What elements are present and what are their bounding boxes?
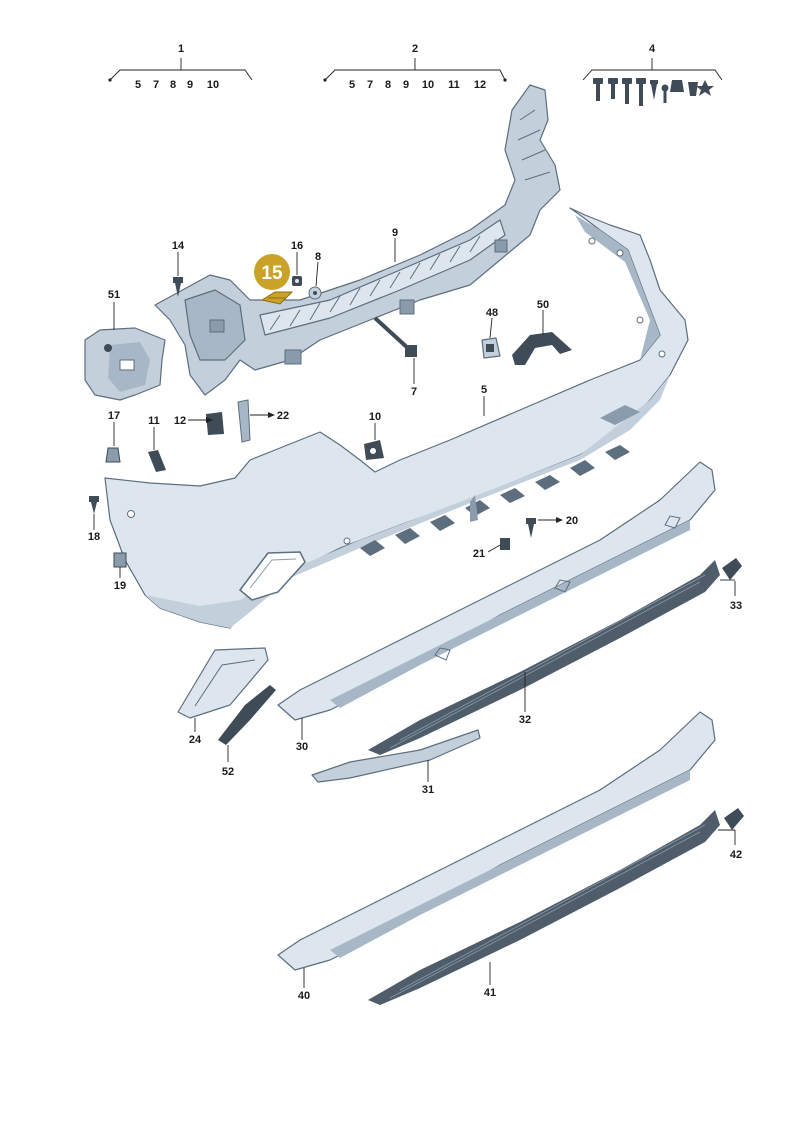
callout-16: 16 xyxy=(291,240,303,252)
group-1-label: 1 xyxy=(178,43,184,55)
clip-17 xyxy=(105,447,121,463)
group-4-label: 4 xyxy=(649,43,656,55)
group-2-sub: 5 xyxy=(349,79,355,91)
grille-41 xyxy=(368,810,720,1005)
clip-21 xyxy=(500,538,510,550)
callout-50: 50 xyxy=(537,299,549,311)
callout-12: 12 xyxy=(174,415,186,427)
trim-24 xyxy=(177,647,269,719)
callout-40: 40 xyxy=(298,990,310,1002)
callout-48: 48 xyxy=(486,307,498,319)
diffuser-30 xyxy=(277,461,716,721)
clip-icon xyxy=(670,80,684,92)
bolt-icon xyxy=(593,78,603,101)
group-2-sub: 10 xyxy=(422,79,434,91)
callout-9: 9 xyxy=(392,227,398,239)
group-2-sub: 12 xyxy=(474,79,486,91)
group-2-sub: 11 xyxy=(448,79,460,91)
callout-33: 33 xyxy=(730,600,742,612)
callout-10: 10 xyxy=(369,411,381,423)
washer-8 xyxy=(308,286,322,300)
clip-icon xyxy=(688,82,698,96)
group-1-sub: 9 xyxy=(187,79,193,91)
side-bracket-51 xyxy=(84,327,166,401)
callout-51: 51 xyxy=(108,289,120,301)
clip-11 xyxy=(148,450,166,472)
trim-52 xyxy=(218,685,276,745)
callout-22: 22 xyxy=(277,410,289,422)
callout-32: 32 xyxy=(519,714,531,726)
callout-20: 20 xyxy=(566,515,578,527)
clip-19 xyxy=(113,552,127,568)
nut-16 xyxy=(292,276,302,286)
pin-icon xyxy=(661,84,669,103)
callout-30: 30 xyxy=(296,741,308,753)
callout-8: 8 xyxy=(315,251,321,263)
group-1-sub: 10 xyxy=(207,79,219,91)
diffuser-40 xyxy=(277,711,716,971)
callout-labels: 14 16 8 9 51 48 50 7 5 17 11 12 22 10 18… xyxy=(88,227,742,1002)
highlighted-part-15 xyxy=(260,291,294,305)
callout-11: 11 xyxy=(148,415,160,427)
group-1-subs: 5 7 8 9 10 xyxy=(135,79,219,91)
highlight-badge-label: 15 xyxy=(261,263,283,284)
group-2-sub: 7 xyxy=(367,79,373,91)
bumper-cover xyxy=(104,207,689,629)
grille-32 xyxy=(368,560,720,755)
callout-41: 41 xyxy=(484,987,496,999)
callout-24: 24 xyxy=(189,734,202,746)
screw-20 xyxy=(526,518,536,538)
strip-31 xyxy=(311,729,481,783)
callout-42: 42 xyxy=(730,849,742,861)
group-2-sub: 9 xyxy=(403,79,409,91)
screw-18 xyxy=(89,496,99,514)
bolt-7 xyxy=(373,316,417,357)
bracket-33 xyxy=(722,558,742,580)
group-2-subs: 5 7 8 9 10 11 12 xyxy=(349,79,486,91)
bolt-icon xyxy=(636,78,646,106)
callout-17: 17 xyxy=(108,410,120,422)
bracket-50 xyxy=(512,332,572,365)
bracket-42 xyxy=(724,808,744,830)
bracket-10 xyxy=(364,440,384,460)
group-header-1: 1 5 7 8 9 10 xyxy=(108,43,253,91)
fastener-set-icons xyxy=(593,78,714,106)
callout-14: 14 xyxy=(172,240,185,252)
callout-19: 19 xyxy=(114,580,126,592)
callout-21: 21 xyxy=(473,548,485,560)
callout-52: 52 xyxy=(222,766,234,778)
bolt-icon xyxy=(608,78,618,99)
group-header-2: 2 5 7 8 9 10 11 12 xyxy=(323,43,507,91)
damper-48 xyxy=(481,337,501,359)
callout-5: 5 xyxy=(481,384,487,396)
group-2-sub: 8 xyxy=(385,79,391,91)
callout-7: 7 xyxy=(411,386,417,398)
callout-31: 31 xyxy=(422,784,434,796)
callout-18: 18 xyxy=(88,531,100,543)
holder-12 xyxy=(206,412,224,435)
highlight-badge-15[interactable]: 15 xyxy=(254,254,290,290)
star-nut-icon xyxy=(696,80,714,96)
screw-icon xyxy=(650,80,658,100)
group-header-4: 4 xyxy=(582,43,723,106)
group-1-sub: 7 xyxy=(153,79,159,91)
bumper-reinforcement-beam xyxy=(154,84,561,396)
screw-14 xyxy=(173,277,183,297)
bolt-icon xyxy=(622,78,632,104)
leader-lines xyxy=(93,238,736,988)
group-1-sub: 8 xyxy=(170,79,176,91)
group-2-label: 2 xyxy=(412,43,418,55)
group-1-sub: 5 xyxy=(135,79,141,91)
guide-22 xyxy=(237,399,251,443)
